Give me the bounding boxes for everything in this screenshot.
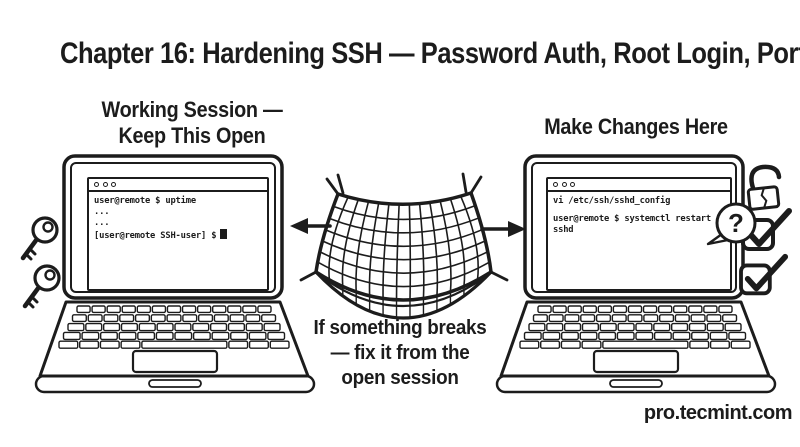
right-section-heading: Make Changes Here <box>544 114 728 139</box>
terminal-line: user@remote $ uptime <box>94 196 196 206</box>
window-dot-icon <box>111 182 116 187</box>
terminal-line: ... <box>94 207 110 217</box>
terminal-line: user@remote $ systemctl restart <box>553 214 711 224</box>
terminal-window-right: vi /etc/ssh/sshd_config user@remote $ sy… <box>546 177 732 291</box>
window-dot-icon <box>102 182 108 187</box>
question-bubble-icon: ? <box>706 202 757 246</box>
window-dot-icon <box>553 182 558 187</box>
terminal-line: sshd <box>553 225 574 235</box>
caption-line: open session <box>341 366 459 389</box>
terminal-titlebar <box>89 179 267 192</box>
terminal-cursor-block <box>220 229 228 239</box>
caption-line: — fix it from the <box>330 341 470 364</box>
terminal-line: vi /etc/ssh/sshd_config <box>553 196 671 206</box>
terminal-window-left: user@remote $ uptime ... ... [user@remot… <box>87 177 269 291</box>
safety-net-and-arrows-illustration <box>290 172 526 320</box>
ssh-keys-icon <box>20 216 61 309</box>
window-dot-icon <box>94 182 99 187</box>
terminal-prompt: [user@remote SSH-user] $ <box>94 231 217 241</box>
heading-line: Keep This Open <box>118 123 266 148</box>
heading-line: Working Session — <box>101 97 283 122</box>
left-section-heading: Working Session — Keep This Open <box>84 97 300 149</box>
terminal-titlebar <box>548 179 730 192</box>
center-caption: If something breaks — fix it from the op… <box>297 315 503 390</box>
window-dot-icon <box>570 182 575 187</box>
checked-checkbox-icon <box>739 253 789 296</box>
terminal-body: user@remote $ uptime ... ... [user@remot… <box>89 192 267 244</box>
caption-line: If something breaks <box>313 316 487 339</box>
watermark: pro.tecmint.com <box>643 402 793 424</box>
terminal-prompt-line: [user@remote SSH-user] $ <box>94 229 262 241</box>
question-mark: ? <box>728 208 744 238</box>
terminal-line: ... <box>94 218 110 228</box>
window-dot-icon <box>561 182 567 187</box>
open-padlock-icon <box>746 164 782 211</box>
page-title: Chapter 16: Hardening SSH — Password Aut… <box>60 37 800 70</box>
terminal-body: vi /etc/ssh/sshd_config user@remote $ sy… <box>548 192 730 240</box>
